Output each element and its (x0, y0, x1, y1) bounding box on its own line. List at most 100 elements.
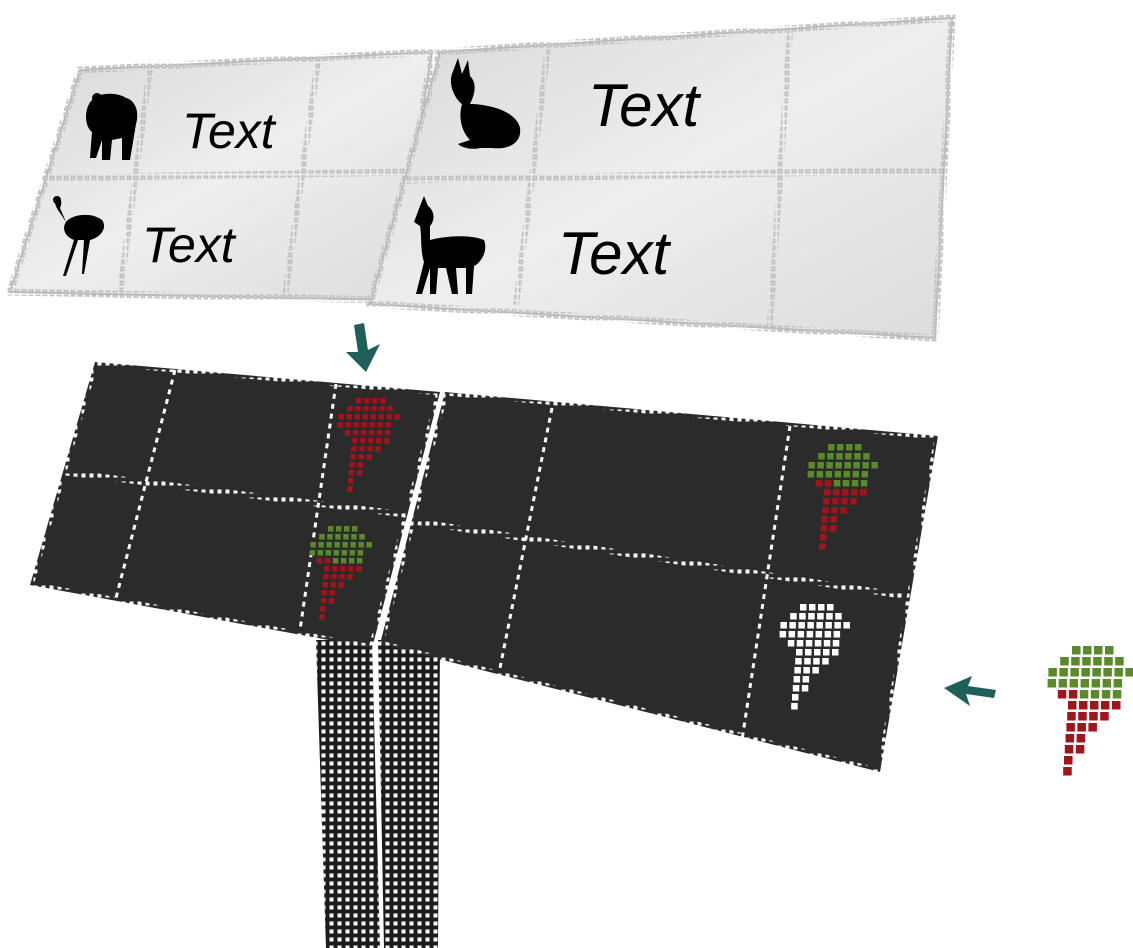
map-pixel (348, 566, 354, 572)
map-pixel (364, 398, 370, 404)
map-pixel (328, 598, 335, 604)
map-pixel (320, 606, 326, 612)
map-pixel (827, 453, 834, 460)
map-pixel (375, 446, 381, 452)
map-pixel (790, 613, 797, 620)
map-pixel (1068, 690, 1078, 699)
map-pixel (793, 676, 801, 683)
map-pixel (352, 438, 358, 444)
map-pixel (336, 526, 342, 532)
map-pixel (828, 444, 835, 451)
map-pixel (370, 414, 376, 420)
map-pixel (357, 550, 364, 556)
map-pixel (350, 542, 356, 548)
map-pixel (832, 649, 839, 656)
map-pixel (1113, 679, 1123, 688)
map-pixel (328, 526, 334, 532)
map-pixel (792, 694, 799, 701)
map-pixel (814, 649, 821, 656)
map-pixel (851, 489, 858, 496)
map-pixel (850, 498, 857, 505)
map-pixel (343, 534, 349, 540)
map-pixel (325, 550, 332, 556)
map-pixel (319, 534, 325, 540)
map-pixel (352, 526, 358, 532)
map-pixel (835, 613, 842, 620)
map-pixel (356, 558, 363, 564)
map-pixel (342, 542, 348, 548)
south-america-map-icon (337, 398, 400, 492)
map-pixel (320, 598, 327, 604)
map-pixel (1093, 657, 1102, 666)
map-pixel (333, 550, 340, 556)
south-america-map-icon (779, 604, 850, 710)
map-pixel (803, 667, 810, 674)
map-pixel (1104, 657, 1113, 666)
map-pixel (816, 622, 823, 629)
map-pixel (854, 453, 861, 460)
map-pixel (385, 422, 392, 428)
map-pixel (369, 422, 376, 428)
map-pixel (344, 526, 350, 532)
map-pixel (805, 640, 813, 647)
bottom-left-panel (25, 358, 445, 653)
map-pixel (830, 516, 838, 523)
map-pixel (1075, 745, 1085, 754)
map-pixel (1066, 723, 1075, 732)
top-right-panel: Text Text (365, 14, 956, 342)
top-display-panels: Text Text Text Text (5, 14, 956, 342)
map-pixel (347, 486, 353, 492)
map-pixel (1060, 657, 1069, 666)
map-pixel (818, 604, 825, 611)
map-pixel (826, 462, 833, 469)
map-pixel (835, 462, 842, 469)
map-pixel (815, 631, 823, 638)
map-pixel (1071, 657, 1080, 666)
south-america-map-icon (309, 526, 372, 620)
map-pixel (800, 604, 807, 611)
map-pixel (358, 542, 364, 548)
map-pixel (1079, 701, 1088, 710)
map-pixel (812, 667, 819, 674)
map-pixel (824, 489, 831, 496)
map-pixel (1067, 712, 1076, 721)
map-pixel (1082, 657, 1091, 666)
map-pixel (355, 406, 361, 412)
map-pixel (1065, 734, 1075, 743)
map-pixel (843, 622, 850, 629)
map-pixel (1101, 701, 1110, 710)
map-pixel (351, 534, 357, 540)
map-pixel (379, 406, 385, 412)
map-pixel (808, 613, 815, 620)
map-pixel (330, 582, 336, 588)
map-pixel (1114, 668, 1123, 677)
map-pixel (394, 414, 400, 420)
map-pixel (323, 574, 329, 580)
map-pixel (384, 438, 390, 444)
map-pixel (842, 489, 849, 496)
map-pixel (823, 640, 831, 647)
map-pixel (802, 676, 810, 683)
map-pixel (345, 422, 352, 428)
map-pixel (808, 462, 815, 469)
map-pixel (1112, 701, 1121, 710)
map-pixel (1090, 701, 1099, 710)
map-pixel (1100, 712, 1109, 721)
bottom-right-panel (375, 388, 943, 777)
bottom-display-panels (25, 358, 943, 948)
top-right-row1-text: Text (588, 72, 702, 139)
map-pixel (862, 462, 869, 469)
map-pixel (833, 631, 841, 638)
map-pixel (806, 631, 814, 638)
map-pixel (358, 454, 364, 460)
map-pixel (779, 631, 787, 638)
map-pixel (833, 480, 841, 487)
map-pixel (820, 534, 827, 541)
map-pixel (863, 453, 870, 460)
map-pixel (335, 534, 341, 540)
map-pixel (817, 462, 824, 469)
map-pixel (1069, 679, 1079, 688)
map-pixel (826, 613, 833, 620)
map-pixel (1070, 668, 1079, 677)
map-pixel (349, 462, 356, 468)
